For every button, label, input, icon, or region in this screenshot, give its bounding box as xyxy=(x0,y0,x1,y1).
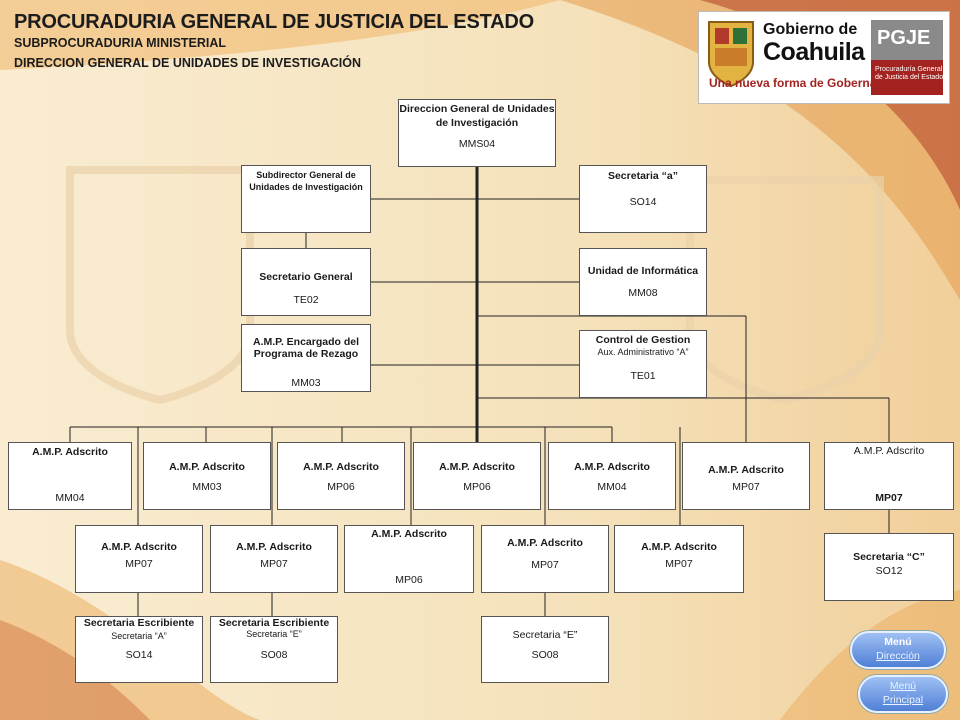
node-code: MP07 xyxy=(531,559,559,571)
node-amp-adscrito: A.M.P. Adscrito MP07 xyxy=(614,525,744,593)
logo-text-coahuila: Coahuila xyxy=(763,38,865,66)
node-code: SO14 xyxy=(125,649,153,661)
node-label-1: Unidad de Informática xyxy=(587,265,699,277)
logo-text-gobierno: Gobierno de xyxy=(763,21,858,38)
node-code: TE01 xyxy=(630,370,656,382)
node-amp-adscrito: A.M.P. Adscrito MP07 xyxy=(210,525,338,593)
node-code: MP06 xyxy=(463,481,491,493)
node-code: MP06 xyxy=(327,481,355,493)
node-label-1: Secretaria “C” xyxy=(853,551,925,563)
node-label-2: Aux. Administrativo “A” xyxy=(597,347,689,357)
node-amp-adscrito: A.M.P. Adscrito MP07 xyxy=(481,525,609,593)
node-amp-adscrito: A.M.P. Adscrito MP07 xyxy=(682,442,810,510)
node-label-1: Secretaria “a” xyxy=(607,170,679,182)
node-label-1: A.M.P. Adscrito xyxy=(507,537,583,549)
menu-principal-link-2[interactable]: Principal xyxy=(882,693,924,706)
menu-direccion-button[interactable]: Menú Dirección xyxy=(850,631,946,669)
node-label-2: Secretaria “A” xyxy=(111,631,167,641)
node-label-1: A.M.P. Adscrito xyxy=(169,461,245,473)
node-amp-adscrito: A.M.P. Adscrito MP06 xyxy=(413,442,541,510)
node-label-2: Secretaria “E” xyxy=(246,629,302,639)
node-code: MM08 xyxy=(628,287,658,299)
node-code: MM03 xyxy=(192,481,222,493)
node-label-1: A.M.P. Adscrito xyxy=(439,461,515,473)
node-secretaria-e: Secretaria “E” SO08 xyxy=(481,616,609,683)
node-label-1: Secretaria “E” xyxy=(512,629,578,641)
node-label-1: A.M.P. Adscrito xyxy=(708,464,784,476)
node-label-1: A.M.P. Adscrito xyxy=(303,461,379,473)
node-label-1: Subdirector General de xyxy=(256,170,356,180)
node-code: MP06 xyxy=(395,574,423,586)
node-amp-adscrito: A.M.P. Adscrito MM04 xyxy=(8,442,132,510)
node-label-1: A.M.P. Adscrito xyxy=(853,445,925,457)
node-code: MP07 xyxy=(125,558,153,570)
node-label-1: Secretaria Escribiente xyxy=(83,617,195,629)
node-label-1: Secretaria Escribiente xyxy=(218,617,330,629)
logo-pgje-sub2: de Justicia del Estado xyxy=(875,74,944,82)
node-amp-rezago: A.M.P. Encargado del Programa de Rezago … xyxy=(241,324,371,392)
node-code: SO14 xyxy=(629,196,657,208)
node-label-1: A.M.P. Adscrito xyxy=(32,446,108,458)
menu-direccion-title: Menú xyxy=(884,636,912,648)
node-amp-adscrito: A.M.P. Adscrito MM03 xyxy=(143,442,271,510)
node-amp-adscrito: A.M.P. Adscrito MM04 xyxy=(548,442,676,510)
logo-pgje-sub: Procuraduría General de Justicia del Est… xyxy=(875,66,943,83)
node-code: MM03 xyxy=(291,377,321,389)
node-control-gestion: Control de Gestion Aux. Administrativo “… xyxy=(579,330,707,398)
node-label-1: A.M.P. Adscrito xyxy=(641,541,717,553)
node-amp-adscrito: A.M.P. Adscrito MP06 xyxy=(277,442,405,510)
gobierno-coahuila-logo: Gobierno de Coahuila Una nueva forma de … xyxy=(698,11,950,104)
menu-principal-button[interactable]: Menú Principal xyxy=(858,675,948,713)
node-secretaria-escribiente: Secretaria Escribiente Secretaria “A” SO… xyxy=(75,616,203,683)
menu-principal-link-1[interactable]: Menú xyxy=(889,680,917,692)
node-label-2: Programa de Rezago xyxy=(253,348,359,360)
logo-pgje: PGJE xyxy=(877,27,931,49)
node-code: MM04 xyxy=(55,492,85,504)
node-code: MM04 xyxy=(597,481,627,493)
node-label-1: A.M.P. Encargado del xyxy=(253,336,359,348)
logo-tagline: Una nueva forma de Gobernar xyxy=(709,76,882,90)
node-code: MP07 xyxy=(875,492,903,504)
node-amp-adscrito: A.M.P. Adscrito MP07 xyxy=(824,442,954,510)
node-secretaria-c: Secretaria “C” SO12 xyxy=(824,533,954,601)
node-direccion-general: Direccion General de Unidades de Investi… xyxy=(398,99,556,167)
coat-of-arms-icon xyxy=(708,20,943,95)
node-label-1: Direccion General de Unidades xyxy=(399,103,555,115)
node-code: SO08 xyxy=(260,649,288,661)
node-label-1: A.M.P. Adscrito xyxy=(574,461,650,473)
node-secretario-general: Secretario General TE02 xyxy=(241,248,371,316)
subtitle-direccion: DIRECCION GENERAL DE UNIDADES DE INVESTI… xyxy=(14,56,362,70)
node-code: MP07 xyxy=(732,481,760,493)
node-secretaria-a: Secretaria “a” SO14 xyxy=(579,165,707,233)
node-code: SO08 xyxy=(531,649,559,661)
node-label-1: Secretario General xyxy=(259,271,353,283)
node-unidad-informatica: Unidad de Informática MM08 xyxy=(579,248,707,316)
node-code: MP07 xyxy=(260,558,288,570)
subtitle-subprocuraduria: SUBPROCURADURIA MINISTERIAL xyxy=(14,36,227,50)
node-label-1: A.M.P. Adscrito xyxy=(371,528,447,540)
node-secretaria-escribiente: Secretaria Escribiente Secretaria “E” SO… xyxy=(210,616,338,683)
node-amp-adscrito: A.M.P. Adscrito MP07 xyxy=(75,525,203,593)
node-label-2: de Investigación xyxy=(435,117,519,129)
node-code: TE02 xyxy=(293,294,319,306)
node-code: MP07 xyxy=(665,558,693,570)
logo-pgje-sub1: Procuraduría General xyxy=(875,66,943,73)
node-label-1: A.M.P. Adscrito xyxy=(101,541,177,553)
node-code: SO12 xyxy=(875,565,903,577)
node-code: MMS04 xyxy=(458,138,496,150)
node-label-1: Control de Gestion xyxy=(595,334,691,346)
node-label-2: Unidades de Investigación xyxy=(249,182,363,192)
node-amp-adscrito: A.M.P. Adscrito MP06 xyxy=(344,525,474,593)
node-subdirector-general: Subdirector General de Unidades de Inves… xyxy=(241,165,371,233)
menu-direccion-link[interactable]: Dirección xyxy=(876,649,920,662)
node-label-1: A.M.P. Adscrito xyxy=(236,541,312,553)
page-title: PROCURADURIA GENERAL DE JUSTICIA DEL EST… xyxy=(14,11,534,33)
